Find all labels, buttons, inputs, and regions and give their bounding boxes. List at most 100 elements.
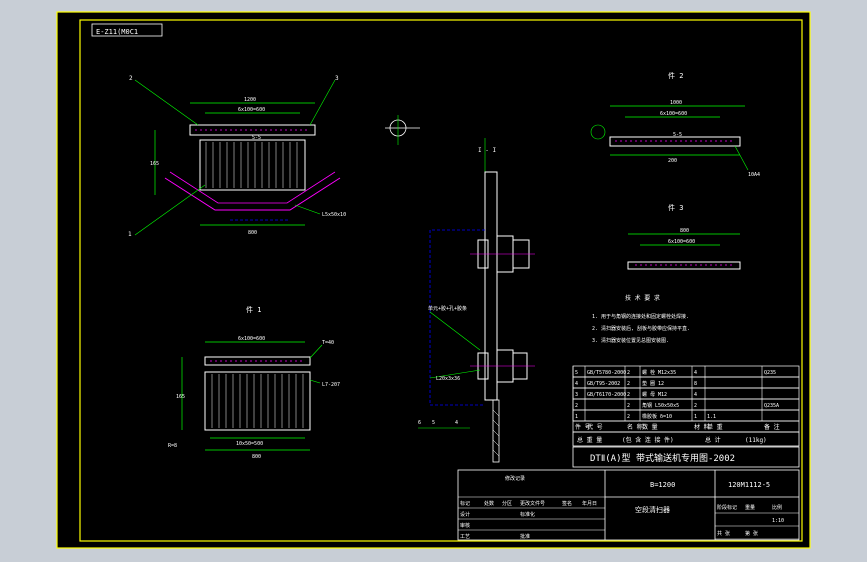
section-view: I - I 单元+胶+孔+胶条 bbox=[385, 115, 535, 463]
revision-cell: 年月日 bbox=[582, 500, 597, 507]
bom-cell: 3 bbox=[575, 392, 578, 398]
bom-header-cell: 数 量 bbox=[642, 423, 658, 431]
piece1-label: 件 1 bbox=[246, 305, 261, 314]
bom-cell: 2 bbox=[627, 370, 630, 376]
bom-cell: 1 bbox=[575, 414, 578, 420]
bom-cell: Q235A bbox=[764, 403, 779, 409]
main-callout-right: L5x50x10 bbox=[322, 212, 346, 218]
bom-cell: 4 bbox=[694, 370, 697, 376]
meta-cell: 比例 bbox=[772, 504, 782, 511]
note-1: 1. 用于与角钢的连接处和固定螺栓处焊接. bbox=[592, 313, 689, 320]
piece2-view: 件 2 1000 6x100=600 5-5 200 10A4 bbox=[590, 71, 760, 178]
title-strip-3: (11kg) bbox=[745, 437, 767, 444]
bom-cell: 垫 圈 12 bbox=[642, 380, 664, 387]
drawing-tag-box bbox=[91, 23, 163, 37]
bom-cell: 橡胶板 δ=10 bbox=[642, 413, 672, 420]
drawing-tag: E-Z11(M0C1 bbox=[96, 28, 138, 36]
bom-cell: GB/T5780-2000 bbox=[587, 370, 626, 376]
part-name: 空段清扫器 bbox=[635, 505, 670, 514]
revision-cell: 工艺 bbox=[460, 534, 470, 540]
revision-cell: 批准 bbox=[520, 533, 530, 540]
meta-cell: 第 张 bbox=[745, 530, 758, 537]
bom-cell: 1 bbox=[694, 414, 697, 420]
revision-cell: 审核 bbox=[460, 522, 470, 529]
bom-cell: 角钢 L50x50x5 bbox=[642, 402, 679, 409]
bom-cell: 螺 栓 M12x35 bbox=[642, 369, 676, 376]
meta-cell: 共 张 bbox=[717, 530, 730, 537]
piece2-label: 件 2 bbox=[668, 71, 683, 80]
piece1-view: 件 1 6x100=600 165 10x50=500 800 T=40 bbox=[168, 305, 340, 460]
balloon-3: 3 bbox=[335, 75, 339, 82]
balloon-4: 4 bbox=[455, 420, 458, 426]
revision-cell: 签名 bbox=[562, 500, 572, 507]
technical-notes: 技 术 要 求 1. 用于与角钢的连接处和固定螺栓处焊接. 2. 清扫器安装后,… bbox=[592, 294, 690, 344]
bom-header-cell: 件 号 bbox=[575, 423, 591, 431]
main-dim-top: 1200 bbox=[244, 97, 256, 103]
section-callout-lower: L20x3x36 bbox=[436, 376, 460, 382]
main-view: 1200 6x100=600 5-5 165 bbox=[128, 75, 346, 238]
piece2-dim-mark: 5-5 bbox=[673, 132, 682, 138]
main-dim-mark: 5-5 bbox=[252, 135, 261, 141]
section-callout-upper: 单元+胶+孔+胶条 bbox=[428, 305, 467, 312]
main-dim-inner: 6x100=600 bbox=[238, 107, 265, 113]
meta-cell: 阶段标记 bbox=[717, 504, 737, 511]
bom-cell: 4 bbox=[694, 392, 697, 398]
piece2-callout: 10A4 bbox=[748, 172, 760, 178]
revision-cell: 标准化 bbox=[520, 511, 535, 518]
bom-cell: GB/T6170-2000 bbox=[587, 392, 626, 398]
meta-cell: 1:10 bbox=[772, 518, 784, 524]
note-3: 3. 清扫器安装位置见总图安装图. bbox=[592, 337, 669, 344]
piece2-dim-top: 1000 bbox=[670, 100, 682, 106]
bom-header-cell: 名 称 bbox=[627, 423, 643, 431]
balloon-1: 1 bbox=[128, 231, 132, 238]
bom-cell: 2 bbox=[627, 381, 630, 387]
piece3-view: 件 3 800 6x100=600 bbox=[627, 203, 741, 270]
piece3-label: 件 3 bbox=[668, 203, 683, 212]
bom-header-cell: 单 重 bbox=[707, 423, 723, 431]
balloon-6: 6 bbox=[418, 420, 421, 426]
balloon-2: 2 bbox=[129, 75, 133, 82]
piece3-dim-top: 800 bbox=[680, 228, 689, 234]
bom-cell: 螺 母 M12 bbox=[642, 391, 667, 398]
bom-cell: 4 bbox=[575, 381, 578, 387]
bom-cell: 8 bbox=[694, 381, 697, 387]
bom-cell: GB/T95-2002 bbox=[587, 381, 620, 387]
meta-block: 阶段标记 重量 比例 1:10 共 张 第 张 bbox=[715, 504, 799, 540]
bom-header-cell: 代 号 bbox=[587, 423, 603, 431]
piece1-callout-right: L7-207 bbox=[322, 382, 340, 388]
revision-cell: 分区 bbox=[502, 500, 512, 507]
bom-cell: Q235 bbox=[764, 370, 776, 376]
main-dim-bottom: 800 bbox=[248, 230, 257, 236]
piece3-dim-inner: 6x100=600 bbox=[668, 239, 695, 245]
piece1-dim-bottom: 800 bbox=[252, 454, 261, 460]
title-strip-1: (包 含 连 接 件) bbox=[622, 436, 674, 444]
piece1-dim-bottom-inner: 10x50=500 bbox=[236, 441, 263, 447]
piece1-dim-top: 6x100=600 bbox=[238, 336, 265, 342]
revision-title: 修改记录 bbox=[505, 475, 525, 482]
revision-cell: 处数 bbox=[484, 500, 494, 507]
piece1-dim-height: 165 bbox=[176, 394, 185, 400]
bom-header-cell: 材 料 bbox=[694, 423, 710, 431]
bom-header-cell: 备 注 bbox=[764, 423, 780, 431]
bom-cell: 5 bbox=[575, 370, 578, 376]
revision-block: 修改记录标记处数分区更改文件号签名年月日设计标准化审核工艺批准 bbox=[458, 475, 605, 540]
title-block: 总 重 量 (包 含 连 接 件) 总 计 (11kg) DTⅡ(A)型 带式输… bbox=[457, 431, 800, 541]
bom-cell: 2 bbox=[627, 392, 630, 398]
bom-cell: 1.1 bbox=[707, 414, 716, 420]
piece2-dim-inner: 6x100=600 bbox=[660, 111, 687, 117]
revision-cell: 设计 bbox=[460, 511, 470, 518]
meta-cell: 重量 bbox=[745, 504, 755, 511]
piece1-callout-left: R=8 bbox=[168, 443, 177, 449]
notes-title: 技 术 要 求 bbox=[625, 294, 660, 302]
bom-cell: 2 bbox=[627, 414, 630, 420]
outer-frame bbox=[56, 11, 811, 549]
bom-cell: 2 bbox=[627, 403, 630, 409]
bom-cell: 2 bbox=[694, 403, 697, 409]
spec-width: B=1200 bbox=[650, 481, 675, 489]
inner-frame bbox=[79, 19, 803, 542]
drawing-canvas bbox=[57, 12, 810, 548]
piece2-dim-bottom: 200 bbox=[668, 158, 677, 164]
title-strip-2: 总 计 bbox=[705, 436, 721, 444]
